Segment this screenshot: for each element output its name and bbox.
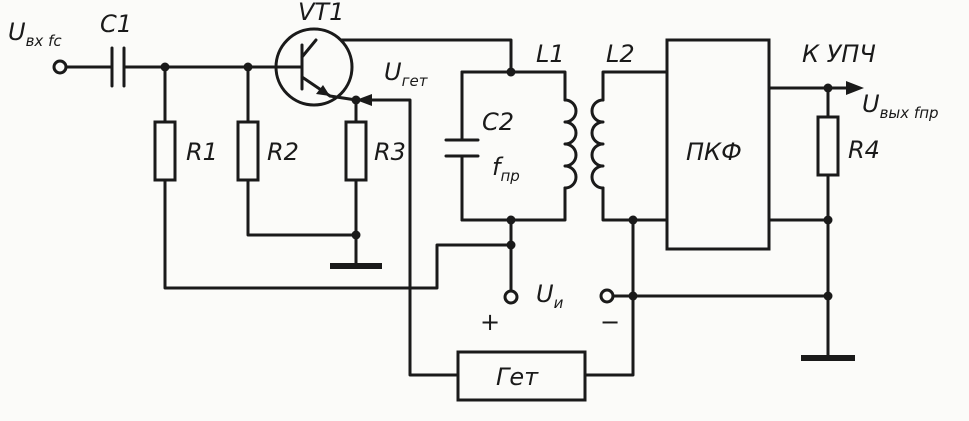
wire-pkf-out (767, 86, 850, 222)
wire-tank-bottom (460, 186, 567, 222)
c2-label: C2 (482, 108, 514, 136)
ground-r3 (330, 263, 382, 269)
get-label: Гет (496, 363, 539, 391)
output-voltage-label: Uвых fпр (862, 90, 939, 122)
wire-l2 (601, 70, 669, 222)
resistor-r3 (344, 120, 368, 182)
junctions (160, 62, 833, 301)
ui-voltage-label: Uи (536, 280, 564, 312)
plus-terminal (503, 289, 519, 305)
inductor-l2 (590, 98, 605, 190)
pkf-filter-block (665, 38, 771, 251)
ground-r4 (801, 355, 855, 361)
k-upch-label: К УПЧ (802, 40, 876, 68)
r1-label: R1 (186, 138, 218, 166)
local-oscillator-block (456, 350, 587, 402)
l2-label: L2 (606, 40, 635, 68)
r3-label: R3 (374, 138, 406, 166)
capacitor-c1 (110, 46, 126, 88)
minus-terminal (599, 288, 615, 304)
capacitor-c2 (444, 138, 480, 158)
plus-sign: + (480, 308, 500, 336)
r4-label: R4 (848, 136, 880, 164)
resistor-r4 (816, 115, 840, 177)
u-get-label: Uгет (384, 58, 429, 90)
fpr-label: fпр (492, 153, 520, 185)
minus-sign: − (600, 308, 620, 336)
resistor-r1 (153, 120, 177, 182)
transistor-vt1 (274, 27, 358, 107)
output-arrow (846, 81, 864, 95)
wire-r1 (163, 65, 513, 290)
pkf-label: ПКФ (686, 138, 742, 166)
wire-r2 (246, 65, 358, 237)
wire-emitter-lo (354, 98, 460, 377)
input-terminal (52, 59, 68, 75)
vt1-label: VT1 (298, 0, 344, 26)
wires (64, 38, 850, 377)
l1-label: L1 (536, 40, 565, 68)
wire-collector (314, 38, 513, 74)
inductor-l1 (563, 98, 578, 190)
wire-minus (583, 218, 830, 377)
r2-label: R2 (267, 138, 299, 166)
resistor-r2 (236, 120, 260, 182)
input-voltage-label: Uвх fс (8, 18, 62, 50)
wire-tank-top (460, 70, 567, 102)
c1-label: C1 (100, 10, 132, 38)
u-get-arrow (356, 94, 372, 106)
